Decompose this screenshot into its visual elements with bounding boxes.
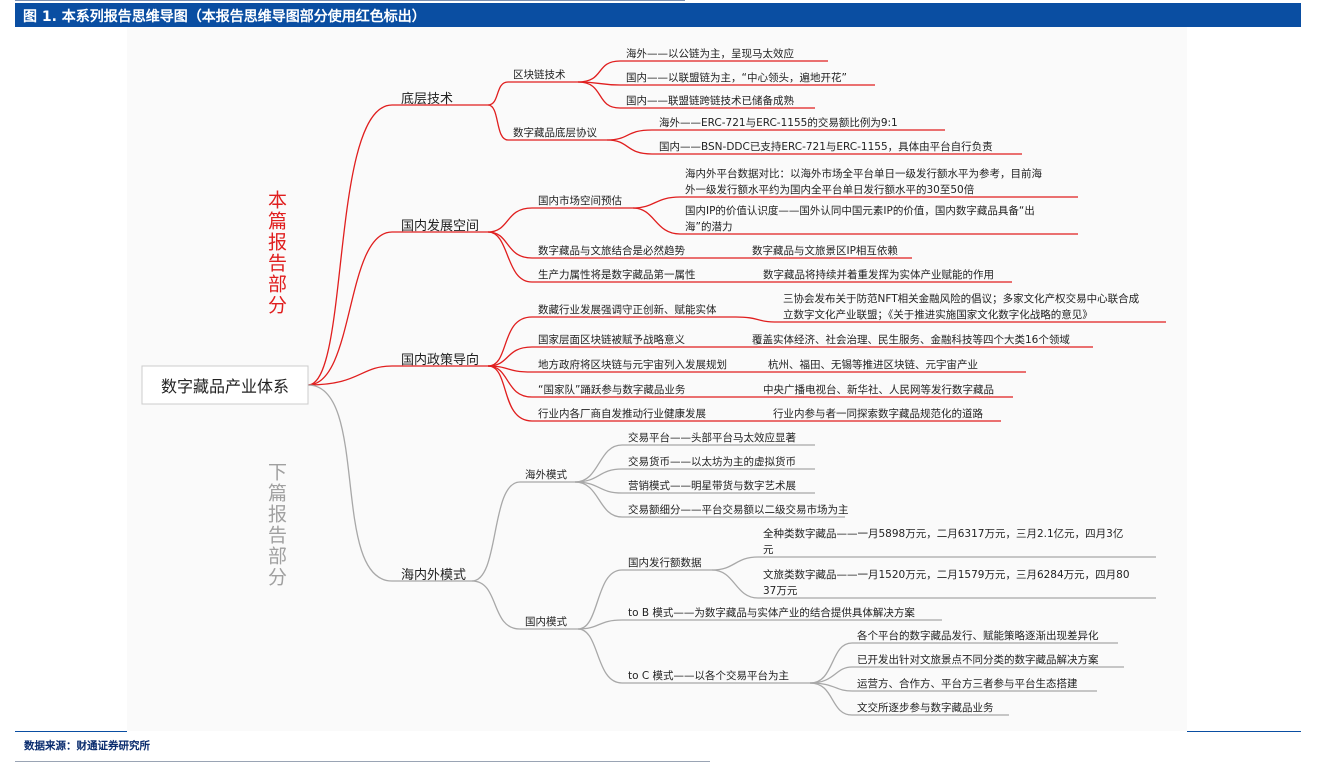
leaf: 立数字文化产业联盟；《关于推进实施国家文化数字化战略的意见》	[783, 308, 1093, 321]
node-toc: to C 模式——以各个交易平台为主	[628, 669, 789, 682]
leaf: 三协会发布关于防范NFT相关金融风险的倡议；多家文化产权交易中心联合成	[783, 292, 1140, 305]
leaf: 文交所逐步参与数字藏品业务	[857, 701, 994, 714]
leaf: 中央广播电视台、新华社、人民网等发行数字藏品	[763, 383, 994, 396]
gray-connectors	[307, 384, 1156, 716]
bottom-rule	[15, 761, 710, 762]
leaf: 全种类数字藏品——一月5898万元，二月6317万元，三月2.1亿元，四月3亿	[763, 527, 1123, 540]
branch-underlying-tech: 底层技术	[401, 91, 453, 107]
source-note: 数据来源：财通证券研究所	[24, 740, 150, 752]
leaf: 国内IP的价值认识度——国外认同中国元素IP的价值，国内数字藏品具备“出	[685, 204, 1035, 217]
figure-title: 图 1. 本系列报告思维导图（本报告思维导图部分使用红色标出）	[23, 9, 426, 25]
leaf: 海外——以公链为主，呈现马太效应	[626, 47, 794, 60]
footer-rule-right	[1187, 731, 1301, 732]
leaf: 国内——联盟链跨链技术已储备成熟	[626, 94, 794, 107]
leaf: 各个平台的数字藏品发行、赋能策略逐渐出现差异化	[857, 629, 1099, 642]
node-issuance-data: 国内发行额数据	[628, 556, 702, 569]
node-industry-self: 行业内各厂商自发推动行业健康发展	[538, 407, 706, 420]
leaf: 37万元	[763, 585, 798, 597]
leaf: 交易货币——以太坊为主的虚拟货币	[628, 455, 796, 468]
figure-header-bar: 图 1. 本系列报告思维导图（本报告思维导图部分使用红色标出）	[15, 3, 1301, 27]
part-label-lower: 下篇报告部分	[265, 462, 287, 588]
node-local-gov: 地方政府将区块链与元宇宙列入发展规划	[538, 358, 727, 371]
leaf: 文旅类数字藏品——一月1520万元，二月1579万元，三月6284万元，四月80	[763, 568, 1130, 581]
leaf: 已开发出针对文旅景点不同分类的数字藏品解决方案	[857, 653, 1099, 666]
part-label-upper: 本篇报告部分	[265, 190, 287, 316]
node-blockchain-tech: 区块链技术	[513, 68, 566, 81]
branch-policy: 国内政策导向	[401, 352, 479, 368]
leaf: 营销模式——明星带货与数字艺术展	[628, 479, 796, 492]
red-connectors	[307, 60, 1166, 422]
node-culture-tourism: 数字藏品与文旅结合是必然趋势	[538, 244, 685, 257]
node-overseas-model: 海外模式	[525, 468, 567, 481]
node-tob: to B 模式——为数字藏品与实体产业的结合提供具体解决方案	[628, 606, 915, 619]
footer-rule-left	[15, 731, 127, 732]
leaf: 运营方、合作方、平台方三者参与平台生态搭建	[857, 677, 1078, 690]
leaf: 交易平台——头部平台马太效应显著	[628, 431, 796, 444]
top-rule	[15, 0, 685, 1]
root-node-box	[141, 365, 309, 405]
leaf: 海”的潜力	[685, 220, 732, 233]
leaf: 覆盖实体经济、社会治理、民生服务、金融科技等四个大类16个领域	[752, 333, 1070, 346]
leaf: 数字藏品与文旅景区IP相互依赖	[752, 244, 898, 257]
leaf: 外一级发行额水平约为国内全平台单日发行额水平的30至50倍	[685, 183, 975, 196]
root-node-label: 数字藏品产业体系	[161, 377, 289, 396]
leaf: 海内外平台数据对比：以海外市场全平台单日一级发行额水平为参考，目前海	[685, 167, 1042, 180]
branch-models: 海内外模式	[401, 567, 466, 583]
node-national-strategy: 国家层面区块链被赋予战略意义	[538, 333, 685, 346]
leaf: 海外——ERC-721与ERC-1155的交易额比例为9:1	[659, 116, 898, 129]
leaf: 国内——BSN-DDC已支持ERC-721与ERC-1155，具体由平台自行负责	[659, 140, 993, 153]
node-productivity: 生产力属性将是数字藏品第一属性	[538, 268, 696, 281]
leaf: 数字藏品将持续并着重发挥为实体产业赋能的作用	[763, 268, 994, 281]
node-market-estimate: 国内市场空间预估	[538, 194, 622, 207]
leaf: 交易额细分——平台交易额以二级交易市场为主	[628, 503, 849, 516]
node-domestic-model: 国内模式	[525, 615, 567, 628]
leaf: 杭州、福田、无锡等推进区块链、元宇宙产业	[768, 358, 978, 371]
node-protocol: 数字藏品底层协议	[513, 126, 597, 139]
node-innovation: 数藏行业发展强调守正创新、赋能实体	[538, 303, 717, 316]
leaf: 行业内参与者一同探索数字藏品规范化的道路	[773, 407, 983, 420]
leaf: 元	[763, 544, 774, 556]
node-national-team: “国家队”踊跃参与数字藏品业务	[538, 383, 686, 396]
branch-domestic-space: 国内发展空间	[401, 218, 479, 234]
leaf: 国内——以联盟链为主，“中心领头，遍地开花”	[626, 71, 847, 84]
